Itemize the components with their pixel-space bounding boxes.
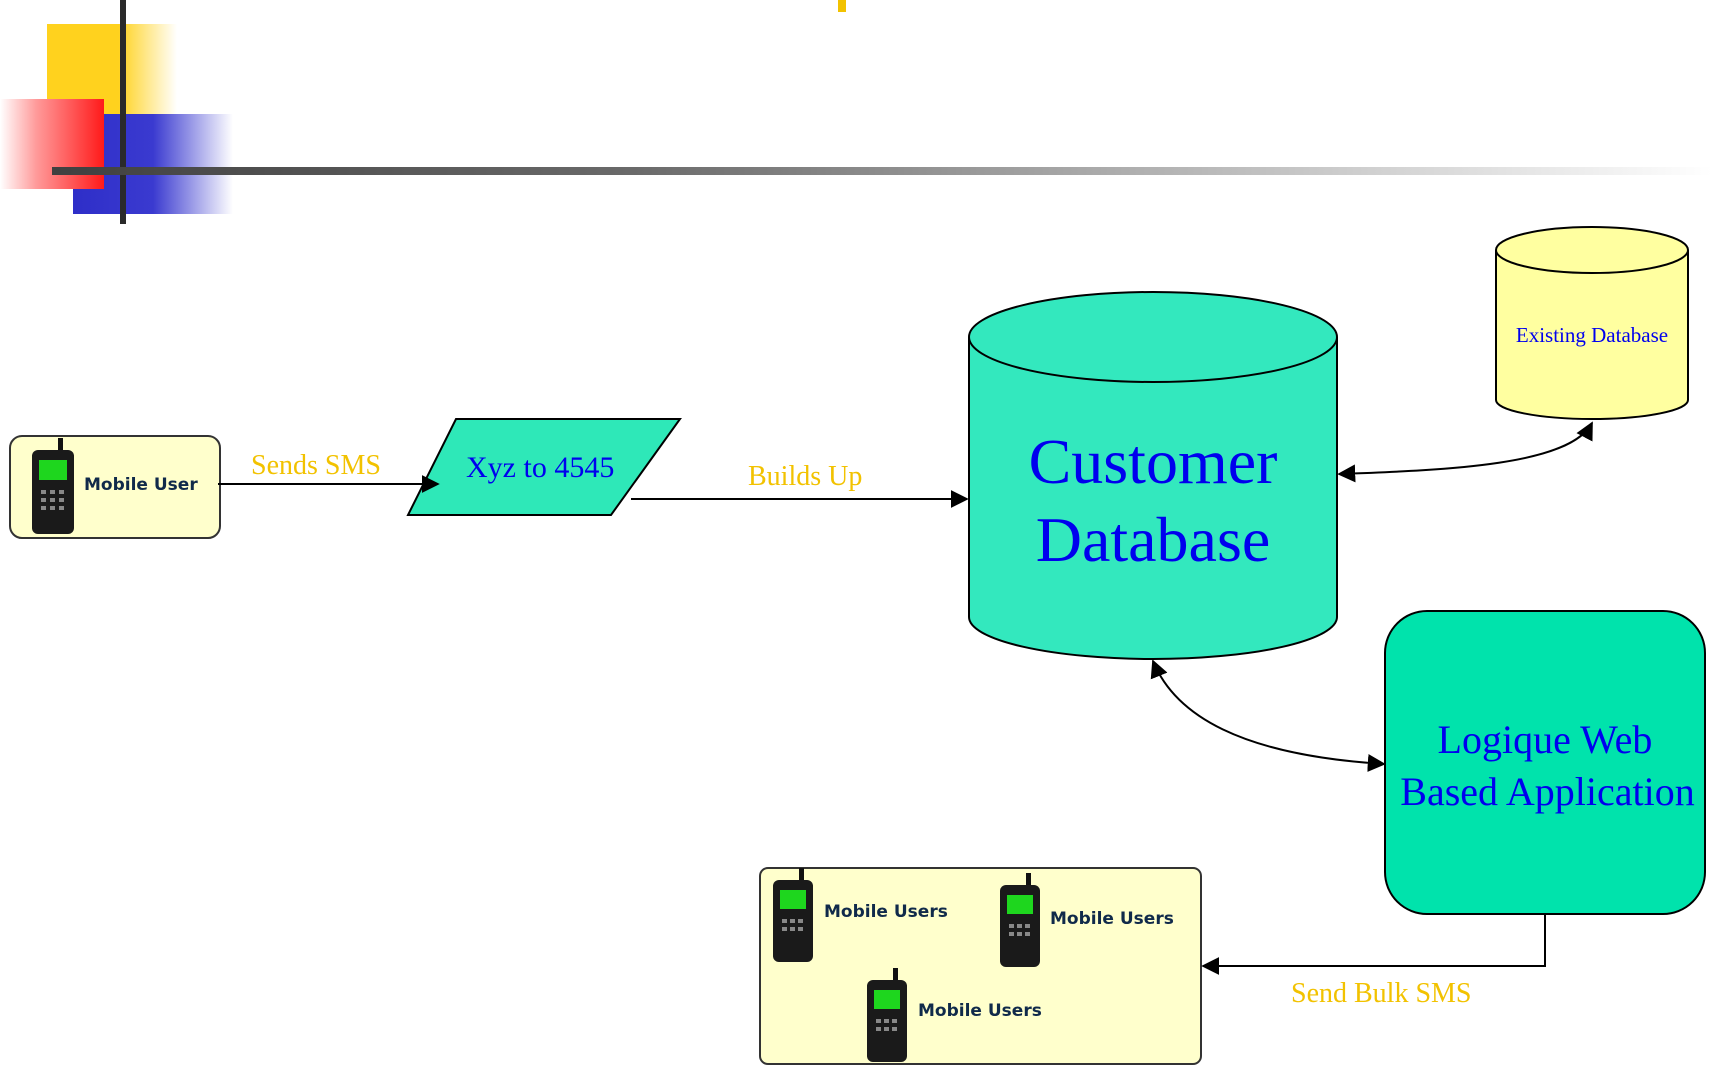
send-bulk-sms-arrow xyxy=(1201,915,1546,975)
web-app-title-line1: Logique Web xyxy=(1437,717,1653,762)
mobile-users-label: Mobile Users xyxy=(824,902,948,922)
existing-database-cylinder xyxy=(1495,226,1689,420)
mobile-phone-icon xyxy=(1000,873,1040,967)
existing-db-link xyxy=(1337,421,1593,483)
mobile-users-label: Mobile Users xyxy=(918,1001,1042,1021)
web-app-box xyxy=(1384,610,1706,915)
title-rule xyxy=(52,167,1712,175)
title-fragment xyxy=(838,0,846,12)
web-app-link xyxy=(1150,659,1386,772)
mobile-user-label: Mobile User xyxy=(84,475,198,495)
sms-message-text: Xyz to 4545 xyxy=(466,451,615,484)
mobile-phone-icon xyxy=(773,868,813,962)
mobile-phone-icon xyxy=(867,968,907,1062)
customer-database-title-line1: Customer xyxy=(1028,426,1278,497)
existing-database-label: Existing Database xyxy=(1515,323,1669,347)
send-bulk-sms-label: Send Bulk SMS xyxy=(1291,978,1472,1009)
customer-database-title-line2: Database xyxy=(1035,504,1271,575)
mobile-users-label: Mobile Users xyxy=(1050,909,1174,929)
slide-corner-decoration xyxy=(0,0,233,224)
builds-up-label: Builds Up xyxy=(748,461,863,492)
mobile-phone-icon xyxy=(32,438,74,534)
customer-database-cylinder xyxy=(968,291,1338,660)
web-app-title-line2: Based Application xyxy=(1400,769,1695,814)
mobile-users-box xyxy=(759,867,1202,1065)
sends-sms-label: Sends SMS xyxy=(251,450,381,481)
